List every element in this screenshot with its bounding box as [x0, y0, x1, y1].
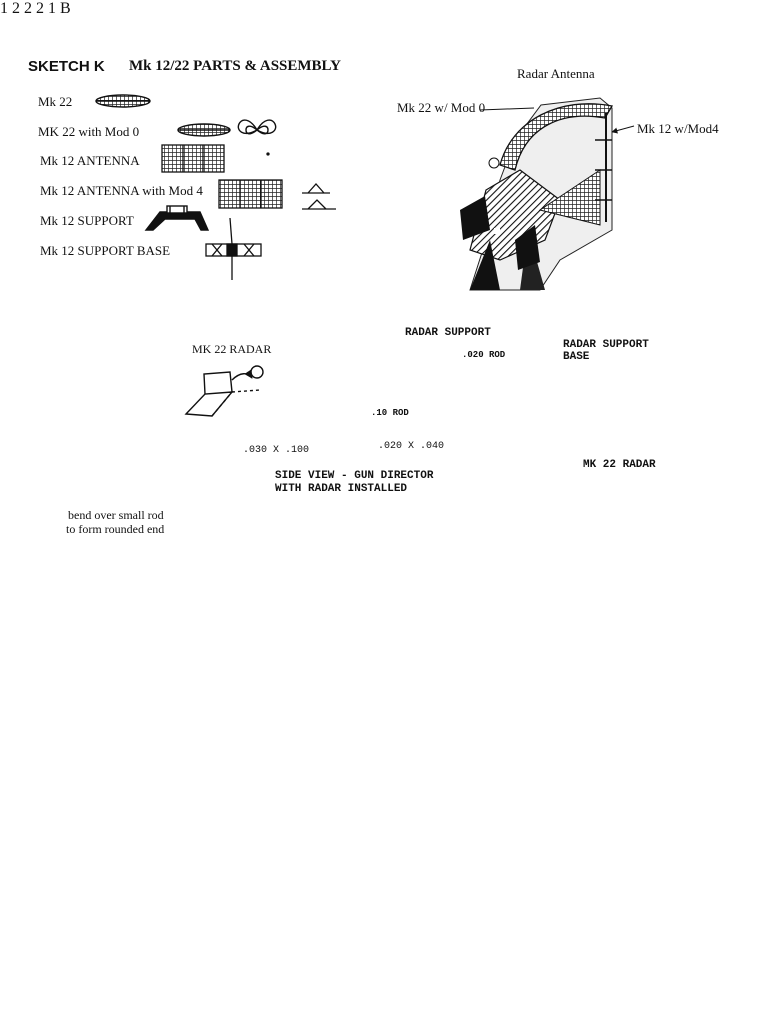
radar-antenna-photo: [460, 97, 635, 291]
photo-label-mk22-mod0: Mk 22 w/ Mod 0: [397, 100, 486, 115]
label-mk22-radar-right: MK 22 RADAR: [583, 459, 656, 471]
part-label-mk12-antenna: Mk 12 ANTENNA: [40, 153, 140, 168]
callout-2-support-text: 2: [36, 0, 44, 17]
callout-b-text: B: [60, 0, 71, 17]
callout-2-right-text: 2: [24, 0, 32, 17]
part-label-mk12-support-base: Mk 12 SUPPORT BASE: [40, 243, 171, 258]
note-bend-2: to form rounded end: [66, 522, 165, 536]
note-bend-1: bend over small rod: [68, 508, 164, 522]
mk12-support-part-icon: [144, 205, 210, 231]
callout-1-left-text: 1: [0, 0, 8, 17]
label-mk22-radar-left: MK 22 RADAR: [192, 342, 272, 356]
label-dim-030: .030 X .100: [243, 445, 310, 456]
photo-caption: Radar Antenna: [517, 66, 595, 81]
callout-2-right: 2: [24, 0, 36, 17]
sketch-label: SKETCH K: [28, 58, 105, 75]
mk22-mod0-part-icon: [177, 119, 277, 137]
part-label-mk22-mod0: MK 22 with Mod 0: [38, 124, 140, 139]
label-radar-support-base-1: RADAR SUPPORT: [563, 339, 649, 351]
mk12-antenna-part-icon: [161, 144, 270, 173]
callout-1-support: 1: [48, 0, 60, 17]
label-radar-support-base-2: BASE: [563, 351, 590, 363]
mk12-antenna-mod4-part-icon: [218, 179, 336, 210]
callout-1-left: 1: [0, 0, 12, 17]
label-rod-10: .10 ROD: [371, 408, 409, 418]
mk22-part-icon: [95, 94, 151, 108]
label-radar-support: RADAR SUPPORT: [405, 327, 491, 339]
callout-b: B: [60, 0, 71, 17]
callout-2-support: 2: [36, 0, 48, 17]
callout-2-left-text: 2: [12, 0, 20, 17]
callout-2-left: 2: [12, 0, 24, 17]
callout-1-support-text: 1: [48, 0, 56, 17]
label-rod-020: .020 ROD: [462, 350, 506, 360]
page-title: Mk 12/22 PARTS & ASSEMBLY: [129, 58, 342, 74]
part-label-mk12-antenna-mod4: Mk 12 ANTENNA with Mod 4: [40, 183, 203, 198]
photo-label-mk12-mod4: Mk 12 w/Mod4: [637, 121, 719, 136]
mk12-support-base-part-icon: [205, 217, 262, 280]
part-label-mk12-support: Mk 12 SUPPORT: [40, 213, 134, 228]
label-dim-020: .020 X .040: [378, 441, 445, 452]
label-side-view-2: WITH RADAR INSTALLED: [275, 483, 408, 495]
part-label-mk22: Mk 22: [38, 94, 73, 109]
mk22-radar-bracket: [184, 365, 264, 417]
label-side-view-1: SIDE VIEW - GUN DIRECTOR: [275, 470, 434, 482]
